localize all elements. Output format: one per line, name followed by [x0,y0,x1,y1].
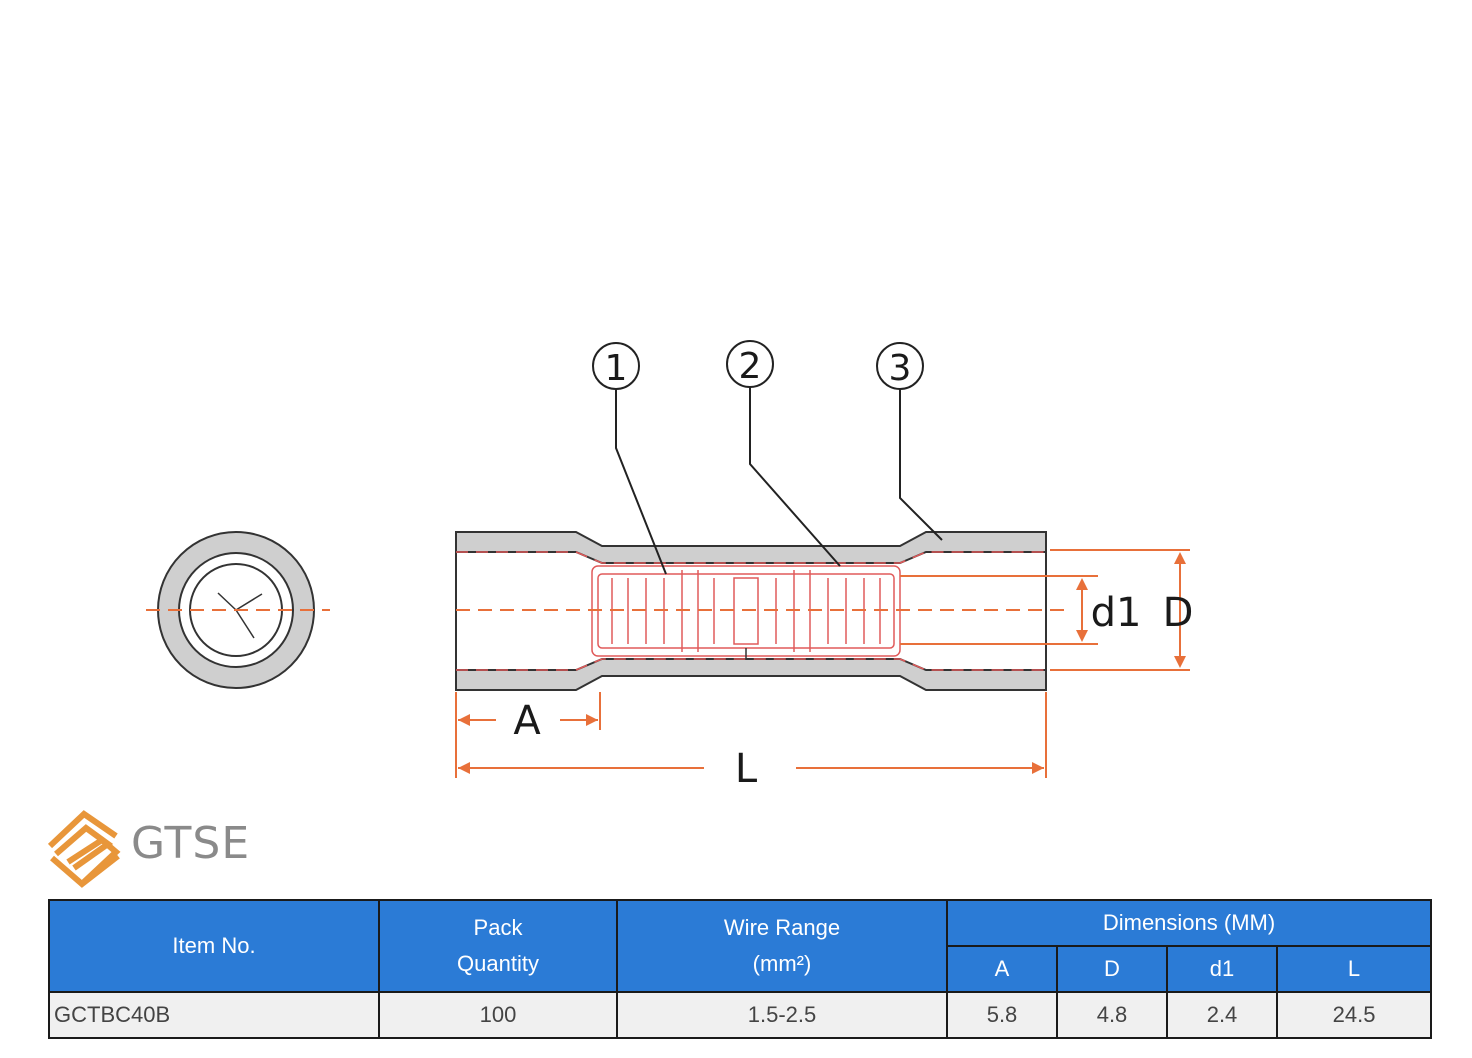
brand-name: GTSE [131,818,251,869]
header-dim-d: D [1056,945,1168,993]
connector-diagram: 1 2 3 A L d1 [146,340,1194,792]
dimension-l-label: L [735,746,758,792]
callout-1: 1 [592,342,667,575]
dimension-d1-label: d1 [1091,590,1142,636]
header-dim-l: L [1275,945,1433,993]
header-dim-d1: d1 [1166,945,1278,993]
spec-table: Item No. Pack Quantity Wire Range (mm²) … [48,899,1433,1039]
cell-dim-d1: 2.4 [1166,991,1278,1039]
cell-dim-a: 5.8 [946,991,1058,1039]
dimension-a-label: A [513,698,541,744]
cell-pack-quantity: 100 [378,991,618,1039]
dimension-d-label: D [1163,590,1194,636]
cell-item-no: GCTBC40B [48,991,380,1039]
end-view [146,531,330,689]
cell-dim-d: 4.8 [1056,991,1168,1039]
header-item-no: Item No. [48,899,380,993]
cell-wire-range: 1.5-2.5 [616,991,948,1039]
table-row: GCTBC40B 100 1.5-2.5 5.8 4.8 2.4 24.5 [48,991,1433,1039]
dimension-d [1050,549,1190,671]
callout-3: 3 [876,342,943,541]
dimension-l [455,692,1047,778]
svg-text:2: 2 [739,346,762,387]
header-dim-a: A [946,945,1058,993]
header-pack-quantity: Pack Quantity [378,899,618,993]
svg-text:3: 3 [889,348,912,389]
svg-text:1: 1 [605,348,628,389]
dimension-d1 [900,575,1098,645]
callout-2: 2 [726,340,841,567]
header-dimensions: Dimensions (MM) [945,899,1433,947]
cell-dim-l: 24.5 [1275,991,1433,1039]
gtse-logo-icon [47,810,121,888]
header-wire-range: Wire Range (mm²) [616,899,948,993]
